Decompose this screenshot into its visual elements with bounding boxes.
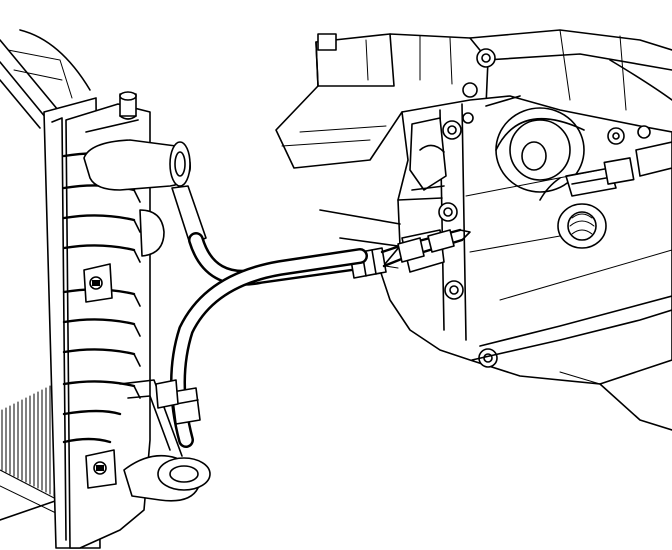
mid-mount-tab (83, 263, 113, 303)
radiator-tank (43, 91, 211, 549)
steel-cooler-lines (380, 228, 471, 268)
front-housing (495, 107, 585, 193)
radiator-fins (0, 383, 59, 515)
lower-outlet (123, 454, 211, 502)
lower-mount-tab (85, 449, 117, 489)
upper-outlet (83, 139, 192, 191)
cooler-line-fittings (539, 141, 672, 201)
lower-cooler-hose (155, 248, 368, 448)
transmission-case (275, 29, 672, 431)
case-bolts (438, 48, 651, 368)
cooler-port (557, 203, 607, 249)
filler-neck (119, 91, 137, 120)
